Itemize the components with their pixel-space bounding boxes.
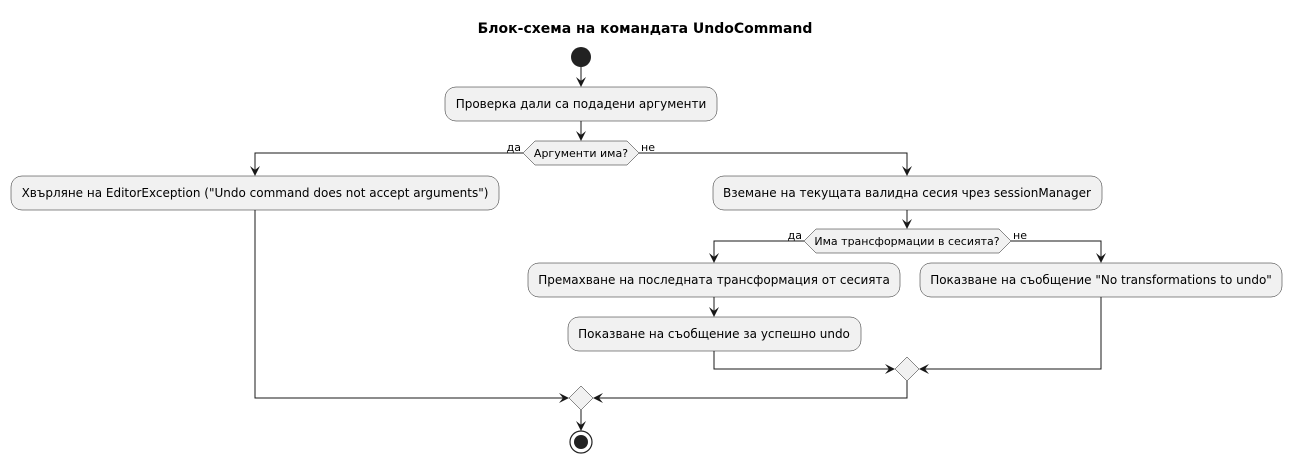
branch-label-yes-args: да bbox=[507, 141, 521, 154]
branch-label-yes-transforms: да bbox=[788, 229, 802, 242]
flow-none-to-merge bbox=[919, 297, 1102, 374]
activity-show-none: Показване на съобщение "No transformatio… bbox=[919, 262, 1283, 298]
activity-show-success-label: Показване на съобщение за успешно undo bbox=[578, 327, 850, 341]
activity-throw-exception-label: Хвърляне на EditorException ("Undo comma… bbox=[22, 186, 489, 200]
flow-inner-merge-to-outer bbox=[593, 381, 908, 403]
flow-success-to-merge bbox=[713, 351, 895, 374]
activity-remove-last: Премахване на последната трансформация о… bbox=[527, 262, 901, 298]
decision-has-args: Аргументи има? bbox=[522, 140, 640, 166]
flow-no-args bbox=[639, 152, 912, 176]
activity-get-session: Вземане на текущата валидна сесия чрез s… bbox=[712, 175, 1103, 211]
flow-yes-transforms bbox=[709, 240, 804, 263]
end-node bbox=[569, 430, 593, 454]
merge-transforms bbox=[894, 356, 920, 382]
activity-throw-exception: Хвърляне на EditorException ("Undo comma… bbox=[10, 175, 500, 211]
flow-yes-args bbox=[250, 152, 523, 176]
activity-get-session-label: Вземане на текущата валидна сесия чрез s… bbox=[723, 186, 1091, 200]
start-node bbox=[571, 47, 591, 67]
diagram-title: Блок-схема на командата UndoCommand bbox=[478, 21, 813, 37]
flow-exception-to-merge bbox=[254, 210, 569, 403]
branch-label-no-args: не bbox=[641, 141, 655, 154]
activity-show-success: Показване на съобщение за успешно undo bbox=[567, 316, 862, 352]
activity-show-none-label: Показване на съобщение "No transformatio… bbox=[930, 273, 1272, 287]
activity-remove-last-label: Премахване на последната трансформация о… bbox=[538, 273, 890, 287]
decision-has-transforms-label: Има трансформации в сесията? bbox=[814, 235, 999, 248]
merge-args bbox=[568, 385, 594, 411]
decision-has-args-label: Аргументи има? bbox=[534, 147, 628, 160]
flow-no-transforms bbox=[1011, 240, 1106, 263]
activity-check-args-label: Проверка дали са подадени аргументи bbox=[456, 97, 707, 111]
branch-label-no-transforms: не bbox=[1013, 229, 1027, 242]
activity-check-args: Проверка дали са подадени аргументи bbox=[444, 86, 718, 122]
decision-has-transforms: Има трансформации в сесията? bbox=[803, 228, 1012, 254]
